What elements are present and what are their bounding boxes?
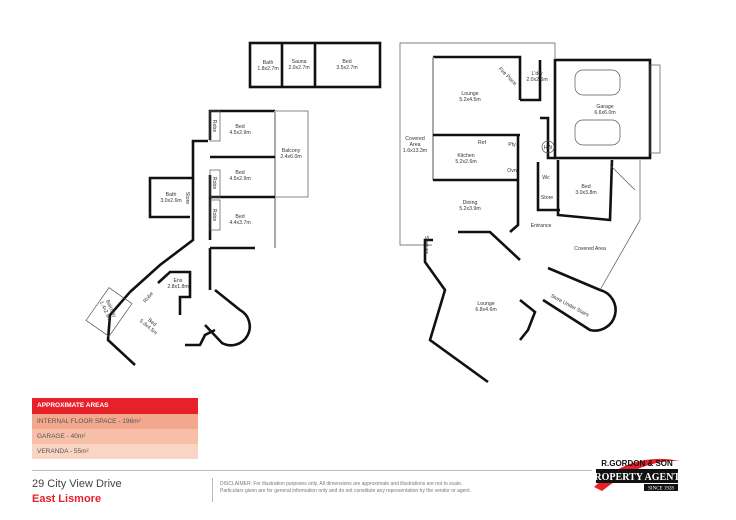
room-label: Wc bbox=[542, 175, 550, 181]
room-label: Store Under Stairs bbox=[549, 293, 590, 319]
room-label: Bed bbox=[342, 59, 351, 65]
room-label: Bed bbox=[581, 184, 590, 190]
footer-separator bbox=[212, 478, 213, 502]
room-label: Bed bbox=[146, 317, 157, 328]
room-size: 3.0x2.6m bbox=[160, 198, 181, 204]
room-label: Garage bbox=[596, 104, 613, 110]
room-label: Entrance bbox=[531, 223, 552, 229]
robe-label: Robe bbox=[211, 209, 217, 222]
area-row: GARAGE - 40m² bbox=[32, 429, 198, 444]
room-label: Fire Place bbox=[497, 66, 518, 87]
room-label: Bed bbox=[235, 170, 244, 176]
room-size: 5.2x2.6m bbox=[455, 159, 476, 165]
room-size: 2.0x2.7m bbox=[288, 65, 309, 71]
room-size: 2.4x6.0m bbox=[280, 154, 301, 160]
address-suburb: East Lismore bbox=[32, 493, 102, 505]
room-label: Bath bbox=[263, 60, 274, 66]
room-label: Ens bbox=[174, 278, 183, 284]
room-size: 4.5x2.9m bbox=[229, 130, 250, 136]
room-label: L'dry bbox=[531, 71, 542, 77]
room-label: Bath bbox=[166, 192, 177, 198]
hot-water-label: HW bbox=[544, 145, 553, 151]
car-icon bbox=[574, 69, 621, 96]
agency-logo: R.GORDON & SON PROPERTY AGENTS SINCE 192… bbox=[592, 458, 682, 492]
room-label: Ref bbox=[478, 140, 487, 146]
disclaimer-line: DISCLAIMER: For illustration purposes on… bbox=[220, 481, 463, 487]
robe-label: Robe bbox=[211, 177, 217, 190]
area-row: INTERNAL FLOOR SPACE - 196m² bbox=[32, 414, 198, 429]
area-row: VERANDA - 55m² bbox=[32, 444, 198, 459]
room-label: Ovn bbox=[507, 168, 517, 174]
car-icon bbox=[574, 119, 621, 146]
svg-text:R.GORDON & SON: R.GORDON & SON bbox=[601, 459, 673, 468]
room-label: Bed bbox=[235, 214, 244, 220]
approximate-areas-table: APPROXIMATE AREAS INTERNAL FLOOR SPACE -… bbox=[32, 398, 198, 459]
room-label: Dining bbox=[463, 200, 478, 206]
room-label: Bed bbox=[235, 124, 244, 130]
svg-text:PROPERTY AGENTS: PROPERTY AGENTS bbox=[592, 472, 682, 483]
room-size: 3.5x2.7m bbox=[336, 65, 357, 71]
upper-block: Bath 1.8x2.7m Sauna 2.0x2.7m Bed 3.5x2.7… bbox=[248, 41, 382, 89]
room-size: 1.8x2.7m bbox=[257, 66, 278, 72]
disclaimer-line: Particulars given are for general inform… bbox=[220, 488, 471, 494]
address-street: 29 City View Drive bbox=[32, 478, 122, 490]
room-label: Lounge bbox=[461, 91, 478, 97]
room-size: 1.6x13.3m bbox=[403, 148, 427, 154]
room-label: Balcony bbox=[282, 148, 301, 154]
footer-divider bbox=[32, 470, 592, 471]
room-label: Lounge bbox=[477, 301, 494, 307]
room-label: Pty bbox=[508, 142, 516, 148]
room-size: 6.8x4.6m bbox=[475, 307, 496, 313]
room-label: Covered bbox=[405, 136, 425, 142]
areas-title: APPROXIMATE AREAS bbox=[32, 398, 198, 414]
room-label: Shelves bbox=[423, 236, 429, 255]
room-label: Covered Area bbox=[574, 246, 606, 252]
room-size: 4.5x2.9m bbox=[229, 176, 250, 182]
disclaimer: DISCLAIMER: For illustration purposes on… bbox=[220, 481, 550, 495]
room-size: 2.8x1.8m bbox=[167, 284, 188, 290]
room-size: 4.4x3.7m bbox=[229, 220, 250, 226]
robe-label: Robe bbox=[142, 291, 155, 304]
room-size: 3.0x3.8m bbox=[575, 190, 596, 196]
store-label: Store bbox=[184, 192, 190, 205]
room-label: Sauna bbox=[291, 59, 306, 65]
room-size: 5.2x4.5m bbox=[459, 97, 480, 103]
robe-label: Robe bbox=[211, 120, 217, 133]
upper-floor: Bed 4.5x2.9m Balcony 2.4x6.0m Bed 4.5x2.… bbox=[85, 109, 309, 366]
ground-floor: Lounge 5.2x4.5m Covered Area 1.6x13.3m K… bbox=[399, 42, 661, 384]
svg-text:SINCE 1928: SINCE 1928 bbox=[648, 487, 674, 492]
room-label: Kitchen bbox=[457, 153, 474, 159]
room-size: 5.2x3.9m bbox=[459, 206, 480, 212]
room-size: 2.0x2.6m bbox=[526, 77, 547, 83]
room-label: Area bbox=[410, 142, 421, 148]
room-label: Store bbox=[541, 195, 554, 201]
room-size: 6.6x6.0m bbox=[594, 110, 615, 116]
